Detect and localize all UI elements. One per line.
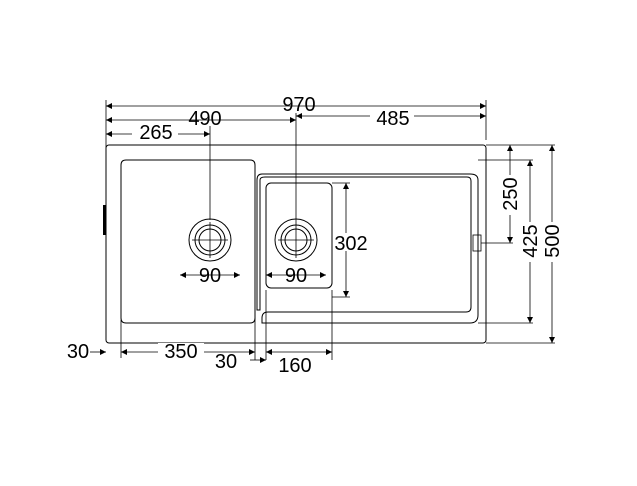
label-left-margin: 30 [67,341,89,363]
label-right-drain: 90 [285,265,307,287]
label-drain-depth: 250 [500,177,522,210]
small-bowl-and-drainboard [256,173,482,324]
label-small-bowl: 160 [278,355,311,377]
label-overall-depth: 500 [542,224,564,257]
label-right-section: 485 [376,108,409,130]
left-bowl-outline [120,159,256,324]
label-left-drain: 90 [199,265,221,287]
label-drain-offset: 265 [139,122,172,144]
label-overall-width: 970 [282,94,315,116]
label-small-bowl-depth: 302 [334,233,367,255]
label-bowl-gap: 30 [215,351,237,373]
sink-outline [103,144,487,344]
right-drain [274,218,318,262]
left-drain [188,218,232,262]
extension-lines [105,100,555,360]
label-bowl-depth: 425 [520,224,542,257]
label-left-section: 490 [188,108,221,130]
label-left-bowl: 350 [164,341,197,363]
